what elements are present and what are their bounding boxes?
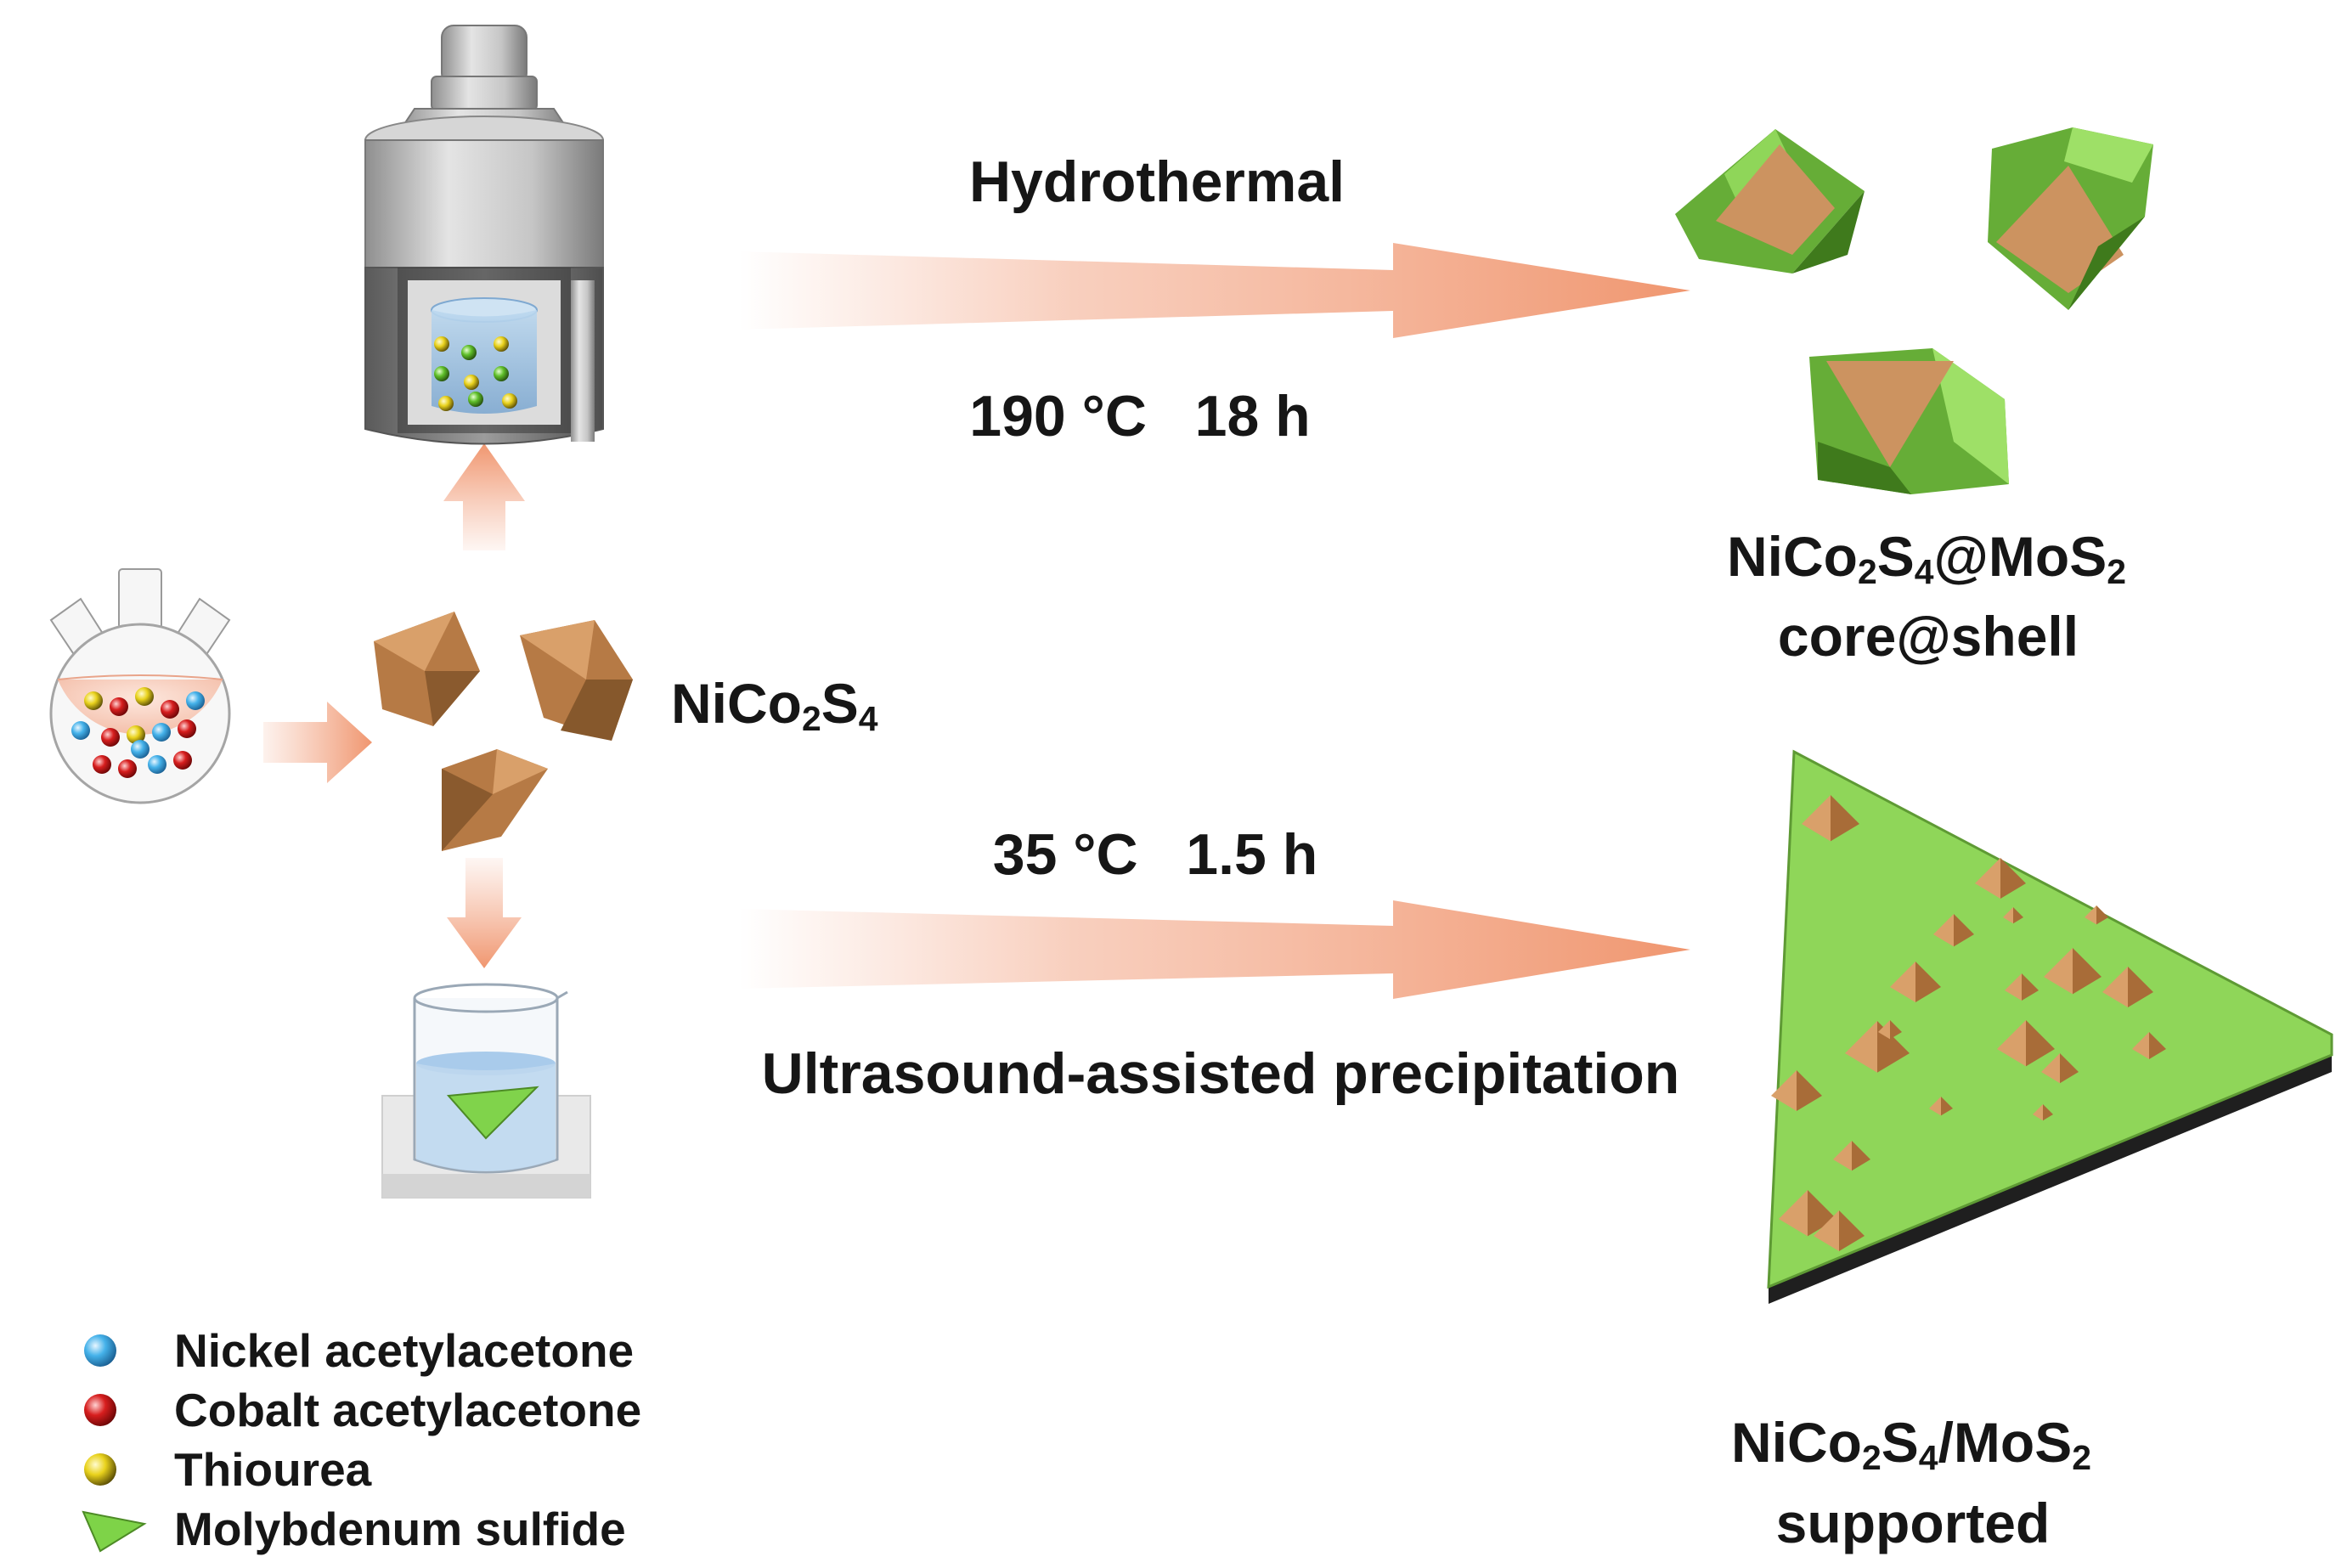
autoclave-icon (364, 25, 604, 445)
brown-particle (442, 749, 548, 851)
molecule-icon (173, 751, 192, 770)
nico2s4-pyramid (2033, 1104, 2053, 1121)
molecule-icon (135, 687, 154, 706)
core-shell-particle (1675, 129, 1865, 274)
hydrothermal-arrow (739, 243, 1690, 338)
nico2s4-pyramid (2085, 905, 2108, 925)
molecule-icon (71, 721, 90, 740)
green-triangle-icon (82, 1510, 147, 1553)
nico2s4-pyramid (1814, 1210, 1865, 1251)
molecule-icon (101, 728, 120, 747)
molecule-icon (127, 725, 145, 744)
nico2s4-pyramid (2003, 907, 2023, 924)
nico2s4-label: NiCo2S4 (671, 672, 878, 738)
supported-formula: NiCo2S4/MoS2 (1731, 1411, 2091, 1477)
molecule-icon (494, 336, 509, 352)
molecule-icon (148, 755, 166, 774)
nico2s4-pyramid (2132, 1032, 2166, 1059)
hydrothermal-label: Hydrothermal (968, 149, 1346, 214)
supported-caption: supported (1775, 1492, 2051, 1554)
nico2s4-pyramid (1878, 1020, 1902, 1040)
molecule-icon (464, 375, 479, 390)
nico2s4-pyramid (1929, 1097, 1953, 1116)
molecule-icon (434, 366, 449, 381)
up-arrow (443, 443, 525, 550)
nico2s4-pyramid (1890, 962, 1941, 1002)
red-sphere-icon (84, 1394, 116, 1426)
nico2s4-pyramid (2102, 967, 2153, 1007)
nico2s4-pyramid (1779, 1190, 1836, 1237)
molecule-icon (434, 336, 449, 352)
molecule-icon (502, 393, 517, 409)
nico2s4-pyramid (1771, 1070, 1822, 1111)
molecule-icon (161, 700, 179, 719)
molecule-icon (461, 345, 477, 360)
nico2s4-pyramid (2044, 948, 2102, 995)
legend-item-thiourea: Thiourea (174, 1443, 372, 1496)
legend-item-nickel: Nickel acetylacetone (174, 1324, 635, 1377)
legend-item-mos2: Molybdenum sulfide (174, 1503, 626, 1555)
flask-icon (49, 568, 231, 804)
ultrasound-label: Ultrasound-assisted precipitation (761, 1041, 1680, 1106)
molecule-icon (186, 691, 205, 710)
side-arrow (263, 702, 372, 783)
core-shell-caption: core@shell (1777, 605, 2079, 668)
yellow-sphere-icon (84, 1453, 116, 1486)
blue-sphere-icon (84, 1334, 116, 1367)
molecule-icon (131, 740, 150, 759)
molecule-icon (110, 697, 128, 716)
molecule-icon (438, 396, 454, 411)
nico2s4-particles (374, 612, 633, 851)
core-shell-particle (1988, 127, 2153, 310)
nico2s4-pyramid (1802, 795, 1859, 842)
nico2s4-pyramid (2005, 973, 2039, 1001)
core-shell-particles (1675, 127, 2153, 494)
hydrothermal-conditions: 190 °C 18 h (969, 384, 1311, 448)
molecule-icon (468, 392, 483, 407)
brown-particle (520, 620, 633, 741)
molecule-icon (494, 366, 509, 381)
down-arrow (447, 858, 522, 968)
legend-item-cobalt: Cobalt acetylacetone (174, 1384, 642, 1436)
molecule-icon (118, 759, 137, 778)
molecule-icon (93, 755, 111, 774)
nico2s4-pyramid (1833, 1141, 1870, 1171)
nico2s4-pyramid (1933, 914, 1974, 947)
molecule-icon (152, 723, 171, 742)
legend-icons (82, 1334, 147, 1553)
nico2s4-pyramid (2041, 1053, 2079, 1084)
core-shell-particle (1809, 348, 2009, 494)
ultrasound-arrow (739, 900, 1690, 999)
nico2s4-pyramid (1975, 858, 2026, 899)
molecule-icon (178, 719, 196, 738)
ultrasound-conditions: 35 °C 1.5 h (992, 822, 1318, 887)
molecule-icon (84, 691, 103, 710)
beaker-icon (381, 983, 591, 1199)
brown-particle (374, 612, 480, 726)
core-shell-formula: NiCo2S4@MoS2 (1727, 525, 2126, 591)
supported-mos2-sheet (1767, 749, 2333, 1304)
nico2s4-pyramid (1997, 1020, 2055, 1067)
